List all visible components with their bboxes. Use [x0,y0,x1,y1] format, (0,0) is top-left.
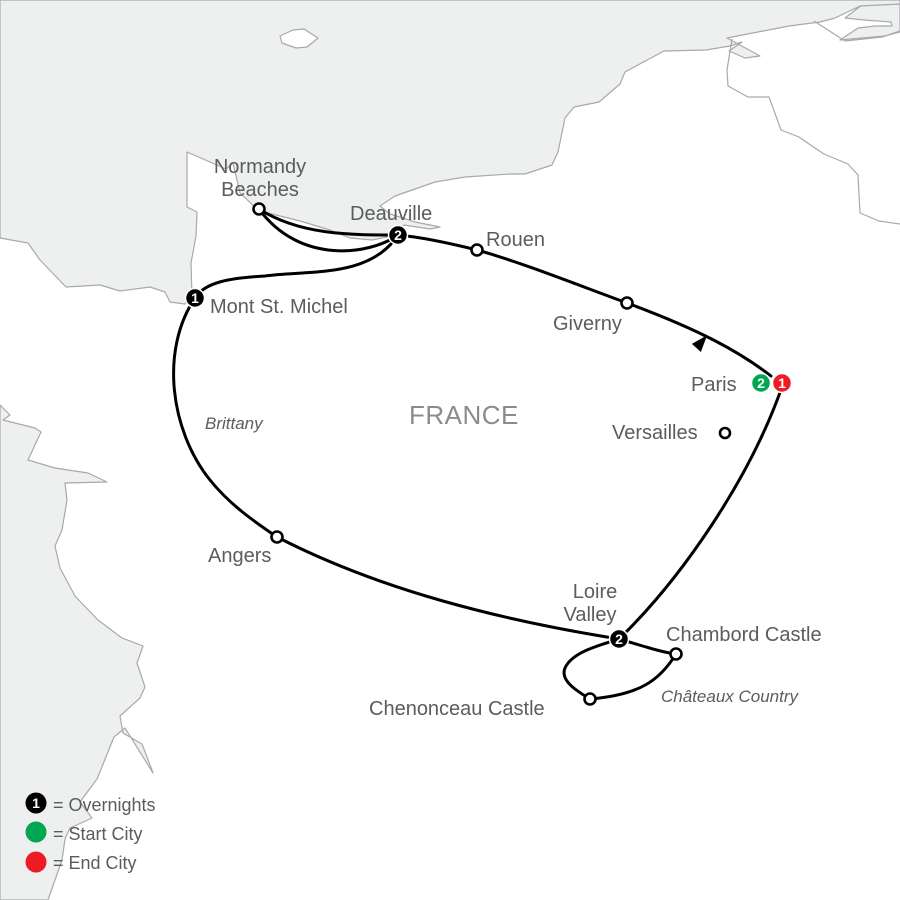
label-chambord-castle: Chambord Castle [666,624,822,646]
svg-text:= Overnights: = Overnights [53,795,156,815]
svg-text:2: 2 [757,375,765,391]
stop-marker-giverny[interactable] [620,296,634,310]
label-angers: Angers [208,545,271,567]
end-badge-paris[interactable]: 1 [771,372,793,394]
region-label-brittany: Brittany [205,414,264,433]
borders [726,20,900,225]
tour-route [172,207,785,701]
overnight-badge-deauville[interactable]: 2 [387,224,409,246]
label-giverny: Giverny [553,313,622,335]
start-badge-paris[interactable]: 2 [750,372,772,394]
stop-marker-chenonceau[interactable] [583,692,597,706]
svg-text:1: 1 [191,290,199,306]
overnight-badge-mont-st-michel[interactable]: 1 [184,287,206,309]
start-city-icon [25,821,47,843]
country-label-france: FRANCE [409,400,519,430]
direction-arrow-icon [691,335,708,352]
overnight-badge-loire-valley[interactable]: 2 [608,628,630,650]
label-normandy: Normandy [214,156,306,178]
svg-text:2: 2 [615,631,623,647]
label-versailles: Versailles [612,422,698,444]
label-valley: Valley [564,604,617,626]
legend-item-end-city: = End City [25,851,137,873]
legend: 1 = Overnights = Start City = End City [25,792,156,873]
end-city-icon [25,851,47,873]
svg-text:= End City: = End City [53,853,137,873]
label-loire: Loire [573,581,617,603]
stop-marker-chambord[interactable] [669,647,683,661]
legend-item-start-city: = Start City [25,821,143,844]
svg-text:1: 1 [778,375,786,391]
stop-marker-rouen[interactable] [470,243,484,257]
svg-text:2: 2 [394,227,402,243]
overnight-icon [25,792,47,814]
stop-marker-versailles[interactable] [718,426,732,440]
svg-text:1: 1 [32,795,40,811]
label-chenonceau-castle: Chenonceau Castle [369,698,545,720]
label-paris: Paris [691,374,737,396]
label-deauville: Deauville [350,203,432,225]
label-rouen: Rouen [486,229,545,251]
label-mont-st-michel: Mont St. Michel [210,296,348,318]
legend-item-overnights: 1 = Overnights [25,792,156,815]
svg-text:= Start City: = Start City [53,824,143,844]
stop-markers [252,202,732,706]
label-beaches: Beaches [221,179,299,201]
city-labels: Normandy Beaches Deauville Rouen Mont St… [208,156,822,720]
stop-marker-normandy-beaches[interactable] [252,202,266,216]
region-label-chateaux-country: Châteaux Country [661,687,800,706]
stop-marker-angers[interactable] [270,530,284,544]
